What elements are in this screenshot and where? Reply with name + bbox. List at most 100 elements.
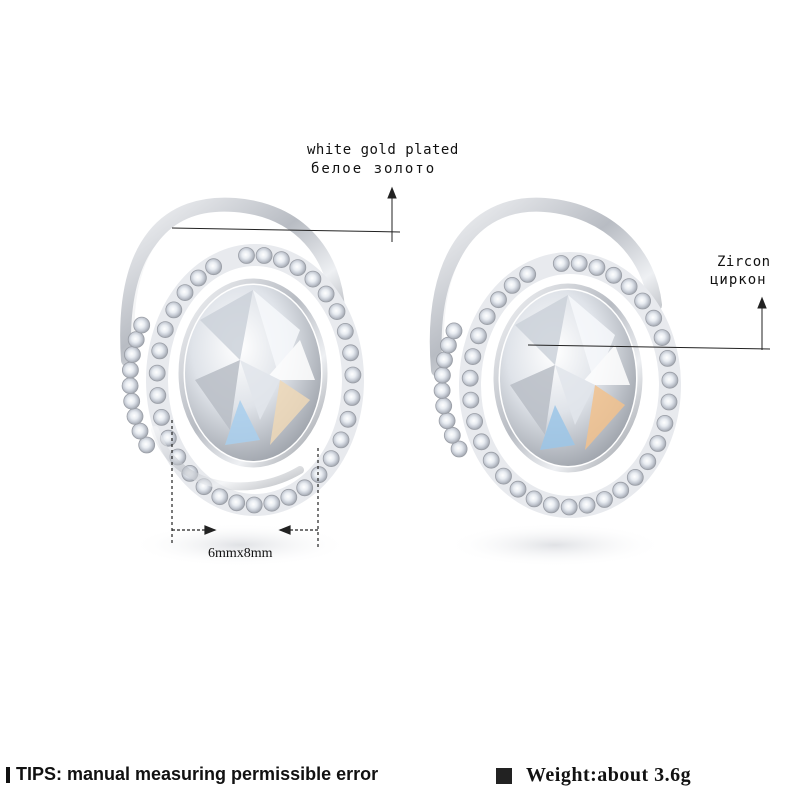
guide-size	[171, 420, 319, 548]
pave-stone	[519, 265, 537, 283]
pave-stone	[560, 498, 578, 516]
material-label: white gold plated	[307, 142, 459, 158]
pave-stone	[605, 266, 623, 284]
pave-stone	[121, 377, 139, 395]
metal-arc-right	[429, 197, 662, 377]
reflection-left	[130, 523, 350, 567]
pave-stone	[470, 327, 487, 345]
earring-right	[429, 197, 681, 518]
pave-stone	[461, 369, 479, 387]
pave-stone	[332, 431, 350, 449]
pave-stone	[272, 251, 290, 269]
pave-stone	[153, 408, 170, 426]
pave-stone	[317, 285, 335, 303]
pave-stone	[123, 346, 141, 364]
pave-stone	[433, 382, 451, 400]
pave-stone	[245, 496, 263, 514]
pave-stone	[639, 453, 657, 471]
pave-stone	[304, 270, 322, 288]
bezel-left	[178, 278, 328, 468]
pave-stone	[634, 292, 651, 310]
pave-stone	[156, 321, 174, 339]
pave-stone	[131, 422, 149, 440]
tips-text: TIPS: manual measuring permissible error	[16, 764, 379, 784]
pave-stone	[645, 309, 663, 327]
pave-stone	[473, 433, 490, 451]
pave-stone	[322, 450, 340, 468]
pave-stone	[336, 322, 354, 340]
tips-bar-icon	[6, 766, 10, 783]
gem-facets-right	[510, 295, 630, 450]
pave-stones-right	[433, 255, 679, 516]
stone-label: Zircon	[717, 254, 771, 270]
guide-stone	[527, 296, 771, 350]
pave-stone	[612, 481, 630, 499]
pave-stone	[280, 488, 298, 506]
pave-stone	[126, 407, 144, 425]
pave-stone	[570, 255, 588, 272]
pave-stone	[495, 467, 512, 485]
pave-stone	[296, 479, 314, 497]
pave-stone	[138, 436, 156, 454]
pave-stone	[127, 331, 145, 349]
pave-stone	[121, 361, 139, 379]
pave-stone	[653, 329, 671, 347]
pave-stone	[328, 303, 346, 321]
pave-stone	[289, 259, 307, 277]
tips-note: TIPS: manual measuring permissible error	[6, 764, 378, 785]
pave-stone	[482, 451, 500, 469]
pave-stone	[436, 351, 453, 369]
pave-stone	[525, 490, 543, 508]
pave-stone	[509, 480, 527, 498]
weight-note: Weight:about 3.6g	[496, 764, 691, 787]
pave-stone	[189, 269, 207, 287]
pave-stone	[133, 316, 151, 334]
metal-arc-left-inner	[130, 214, 236, 361]
pave-stone	[435, 397, 453, 415]
pave-stones-left	[121, 247, 362, 514]
pave-stone	[542, 496, 560, 514]
pave-stone	[552, 255, 570, 272]
pave-stone	[228, 494, 246, 512]
pave-stone	[626, 468, 644, 486]
pave-stone	[433, 366, 451, 384]
pave-stone	[438, 412, 456, 430]
pave-stone	[596, 491, 613, 508]
pave-stone	[176, 284, 194, 302]
pave-stone	[464, 348, 482, 366]
pave-stone	[578, 496, 596, 514]
pave-stone	[656, 414, 674, 432]
pave-stone	[445, 322, 463, 340]
stone-label-russian: циркон	[710, 272, 767, 288]
pave-stone	[490, 291, 507, 309]
pave-stone	[339, 410, 357, 428]
metal-arc-right-inner	[441, 214, 546, 371]
pave-stone	[443, 426, 461, 444]
pave-stone	[211, 488, 229, 506]
pave-stone	[151, 342, 169, 360]
pave-stone	[263, 494, 281, 512]
reflection-right	[445, 523, 665, 567]
pave-stone	[238, 247, 255, 264]
size-label: 6mmx8mm	[208, 546, 273, 561]
pave-stone	[649, 435, 667, 452]
pave-stone	[450, 440, 468, 458]
weight-text: Weight:about 3.6g	[526, 764, 692, 786]
pave-stone	[310, 466, 328, 484]
pave-stone	[620, 278, 638, 296]
pave-stone	[660, 393, 678, 411]
guide-material	[171, 186, 401, 242]
pave-stone	[466, 413, 484, 430]
earring-left	[120, 197, 364, 516]
pave-stone	[478, 308, 496, 326]
pave-stone	[255, 247, 273, 264]
metal-tail-left	[151, 426, 304, 491]
pave-stone	[588, 259, 606, 276]
pave-stone	[343, 389, 361, 406]
square-bullet-icon	[496, 767, 512, 784]
pave-stone	[342, 344, 360, 362]
pave-stone	[503, 276, 521, 294]
metal-arc-left	[120, 197, 345, 367]
pave-stone	[149, 387, 167, 404]
